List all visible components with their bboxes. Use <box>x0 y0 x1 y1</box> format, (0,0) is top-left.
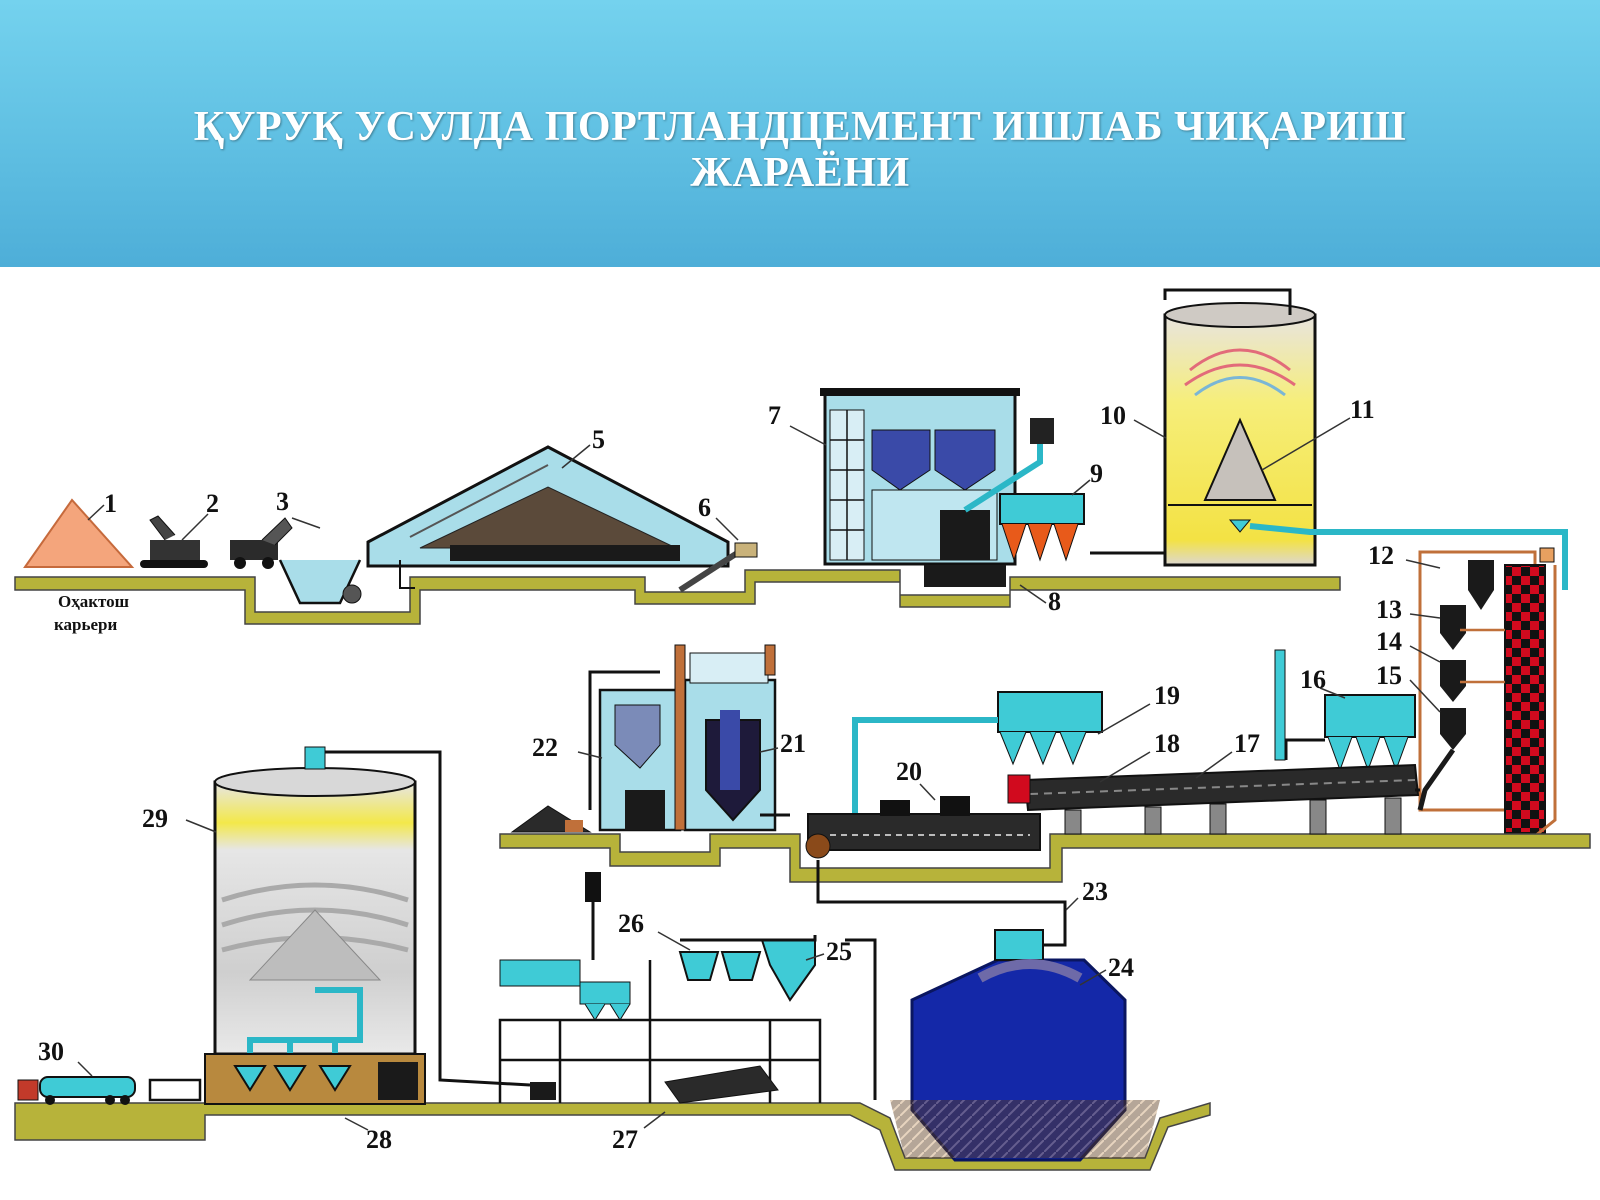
coal-mill-building <box>588 644 790 832</box>
label-24: 24 <box>1108 953 1134 982</box>
label-15: 15 <box>1376 661 1402 690</box>
dust-collector-19 <box>852 691 1103 828</box>
label-29: 29 <box>142 804 168 833</box>
row-1-raw-materials: 1 2 3 5 <box>14 288 1568 625</box>
label-27: 27 <box>612 1125 638 1154</box>
cement-ball-mill <box>664 1065 779 1104</box>
title-banner: ҚУРУҚ УСУЛДА ПОРТЛАНДЦЕМЕНТ ИШЛАБ ЧИҚАРИ… <box>0 0 1600 267</box>
label-19: 19 <box>1154 681 1180 710</box>
title-line-1: ҚУРУҚ УСУЛДА ПОРТЛАНДЦЕМЕНТ ИШЛАБ ЧИҚАРИ… <box>193 104 1407 150</box>
label-8: 8 <box>1048 587 1061 616</box>
label-7: 7 <box>768 401 781 430</box>
label-18: 18 <box>1154 729 1180 758</box>
kiln-gas-duct <box>1284 738 1420 792</box>
conveyor-6 <box>678 545 747 593</box>
ground-row-2 <box>499 833 1591 883</box>
cement-tanker <box>17 1076 202 1105</box>
label-3: 3 <box>276 487 289 516</box>
clinker-cooler <box>805 796 1041 859</box>
row-2-kiln-line: 16 19 18 17 <box>499 644 1591 883</box>
quarry-caption-1: Оҳактош <box>58 592 129 611</box>
label-9: 9 <box>1090 459 1103 488</box>
label-2: 2 <box>206 489 219 518</box>
label-20: 20 <box>896 757 922 786</box>
raw-material-storage-shed <box>366 445 730 589</box>
label-26: 26 <box>618 909 644 938</box>
cement-mill-building <box>498 872 877 1104</box>
cement-process-diagram: 1 2 3 5 <box>14 288 1591 1171</box>
limestone-pile <box>23 498 135 568</box>
raw-mill-unit <box>924 418 1054 587</box>
dust-collector-9 <box>999 493 1085 562</box>
label-28: 28 <box>366 1125 392 1154</box>
dump-truck <box>230 517 293 569</box>
label-13: 13 <box>1376 595 1402 624</box>
label-6: 6 <box>698 493 711 522</box>
label-14: 14 <box>1376 627 1402 656</box>
ground-row-3 <box>14 1101 1211 1171</box>
page-title: ҚУРУҚ УСУЛДА ПОРТЛАНДЦЕМЕНТ ИШЛАБ ЧИҚАРИ… <box>0 104 1600 196</box>
crusher-hopper <box>278 559 362 605</box>
ground-row-1 <box>14 569 1341 625</box>
excavator <box>140 515 208 568</box>
preheater-tower <box>1417 547 1557 842</box>
label-30: 30 <box>38 1037 64 1066</box>
dust-collector-16 <box>1274 649 1416 772</box>
label-21: 21 <box>780 729 806 758</box>
label-23: 23 <box>1082 877 1108 906</box>
label-12: 12 <box>1368 541 1394 570</box>
cement-silo <box>204 746 531 1105</box>
label-22: 22 <box>532 733 558 762</box>
silo-outlet-pipe <box>1249 523 1568 590</box>
clinker-conveyor-pipe <box>816 860 1067 947</box>
label-5: 5 <box>592 425 605 454</box>
label-11: 11 <box>1350 395 1375 424</box>
label-25: 25 <box>826 937 852 966</box>
rotary-kiln <box>1007 763 1420 835</box>
label-16: 16 <box>1300 665 1326 694</box>
label-1: 1 <box>104 489 117 518</box>
title-line-2: ЖАРАЁНИ <box>690 150 910 196</box>
material-cone <box>1203 417 1277 501</box>
clinker-silo <box>890 929 1160 1162</box>
row-3-cement-grinding: 24 25 26 27 <box>14 746 1211 1171</box>
quarry-caption-2: карьери <box>54 615 117 634</box>
label-10: 10 <box>1100 401 1126 430</box>
homogenizing-silo <box>1090 288 1317 567</box>
label-17: 17 <box>1234 729 1260 758</box>
